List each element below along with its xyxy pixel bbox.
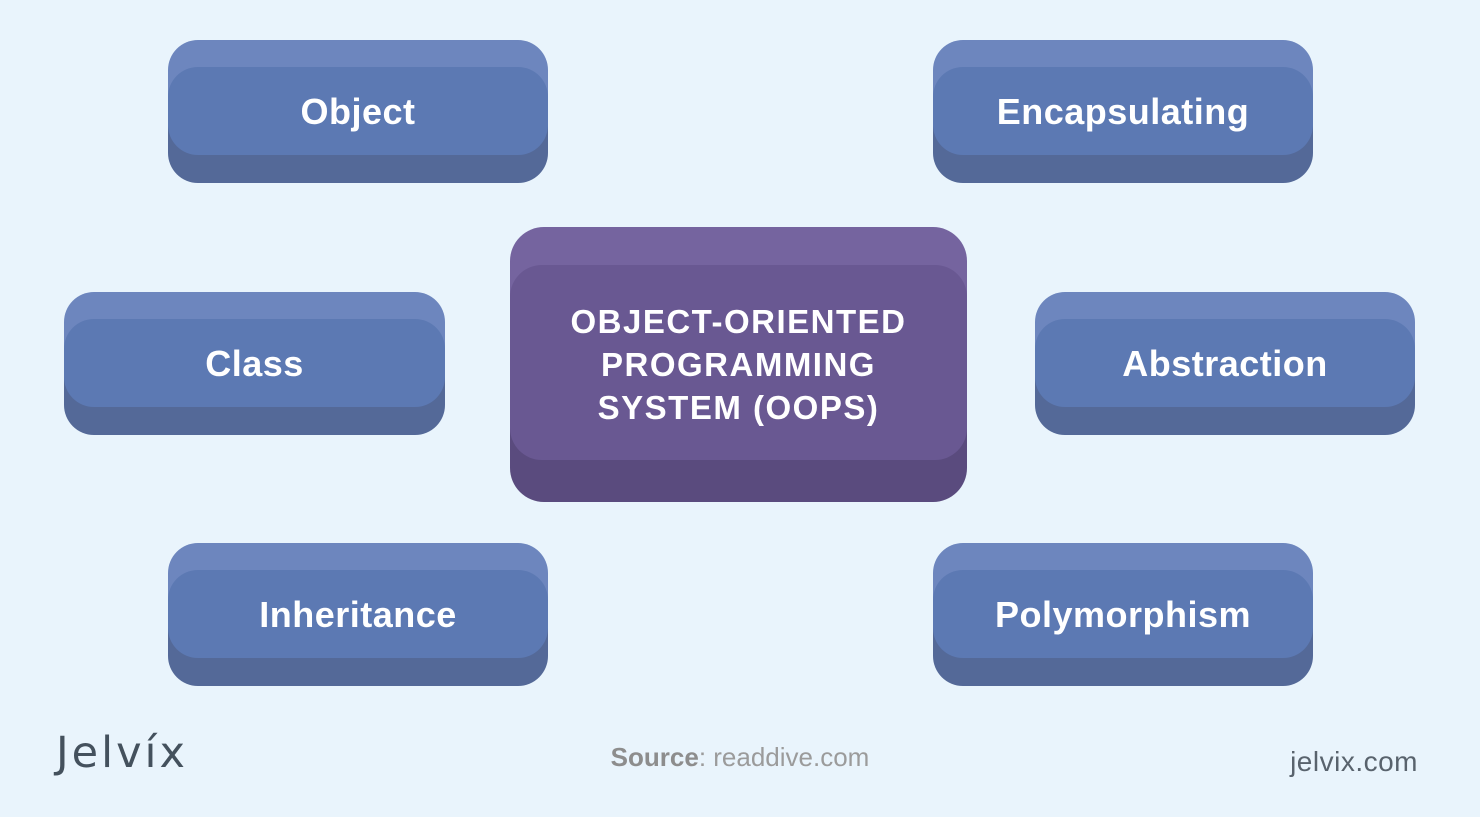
node-class: Class xyxy=(64,292,445,435)
source-text: Source: readdive.com xyxy=(0,742,1480,773)
node-oops-center: OBJECT-ORIENTED PROGRAMMING SYSTEM (OOPS… xyxy=(510,227,967,502)
node-inheritance-label: Inheritance xyxy=(259,593,457,635)
source-label: Source xyxy=(610,742,699,772)
node-object: Object xyxy=(168,40,548,183)
node-abstraction: Abstraction xyxy=(1035,292,1415,435)
node-polymorphism-label: Polymorphism xyxy=(994,593,1252,635)
center-title-line-2: PROGRAMMING xyxy=(600,346,876,383)
source-value: : readdive.com xyxy=(698,742,870,772)
center-title-line-3: SYSTEM (OOPS) xyxy=(597,389,880,426)
jelvix-logo: Jelvíx xyxy=(56,728,188,778)
node-class-label: Class xyxy=(205,342,304,384)
node-object-label: Object xyxy=(300,90,416,132)
node-abstraction-label: Abstraction xyxy=(1122,342,1328,384)
node-polymorphism: Polymorphism xyxy=(933,543,1313,686)
node-inheritance: Inheritance xyxy=(168,543,548,686)
node-encapsulating-label: Encapsulating xyxy=(996,90,1250,132)
website-text: jelvix.com xyxy=(1290,746,1418,777)
center-title: OBJECT-ORIENTED PROGRAMMING SYSTEM (OOPS… xyxy=(570,300,906,429)
center-title-line-1: OBJECT-ORIENTED xyxy=(570,303,907,340)
node-encapsulating: Encapsulating xyxy=(933,40,1313,183)
